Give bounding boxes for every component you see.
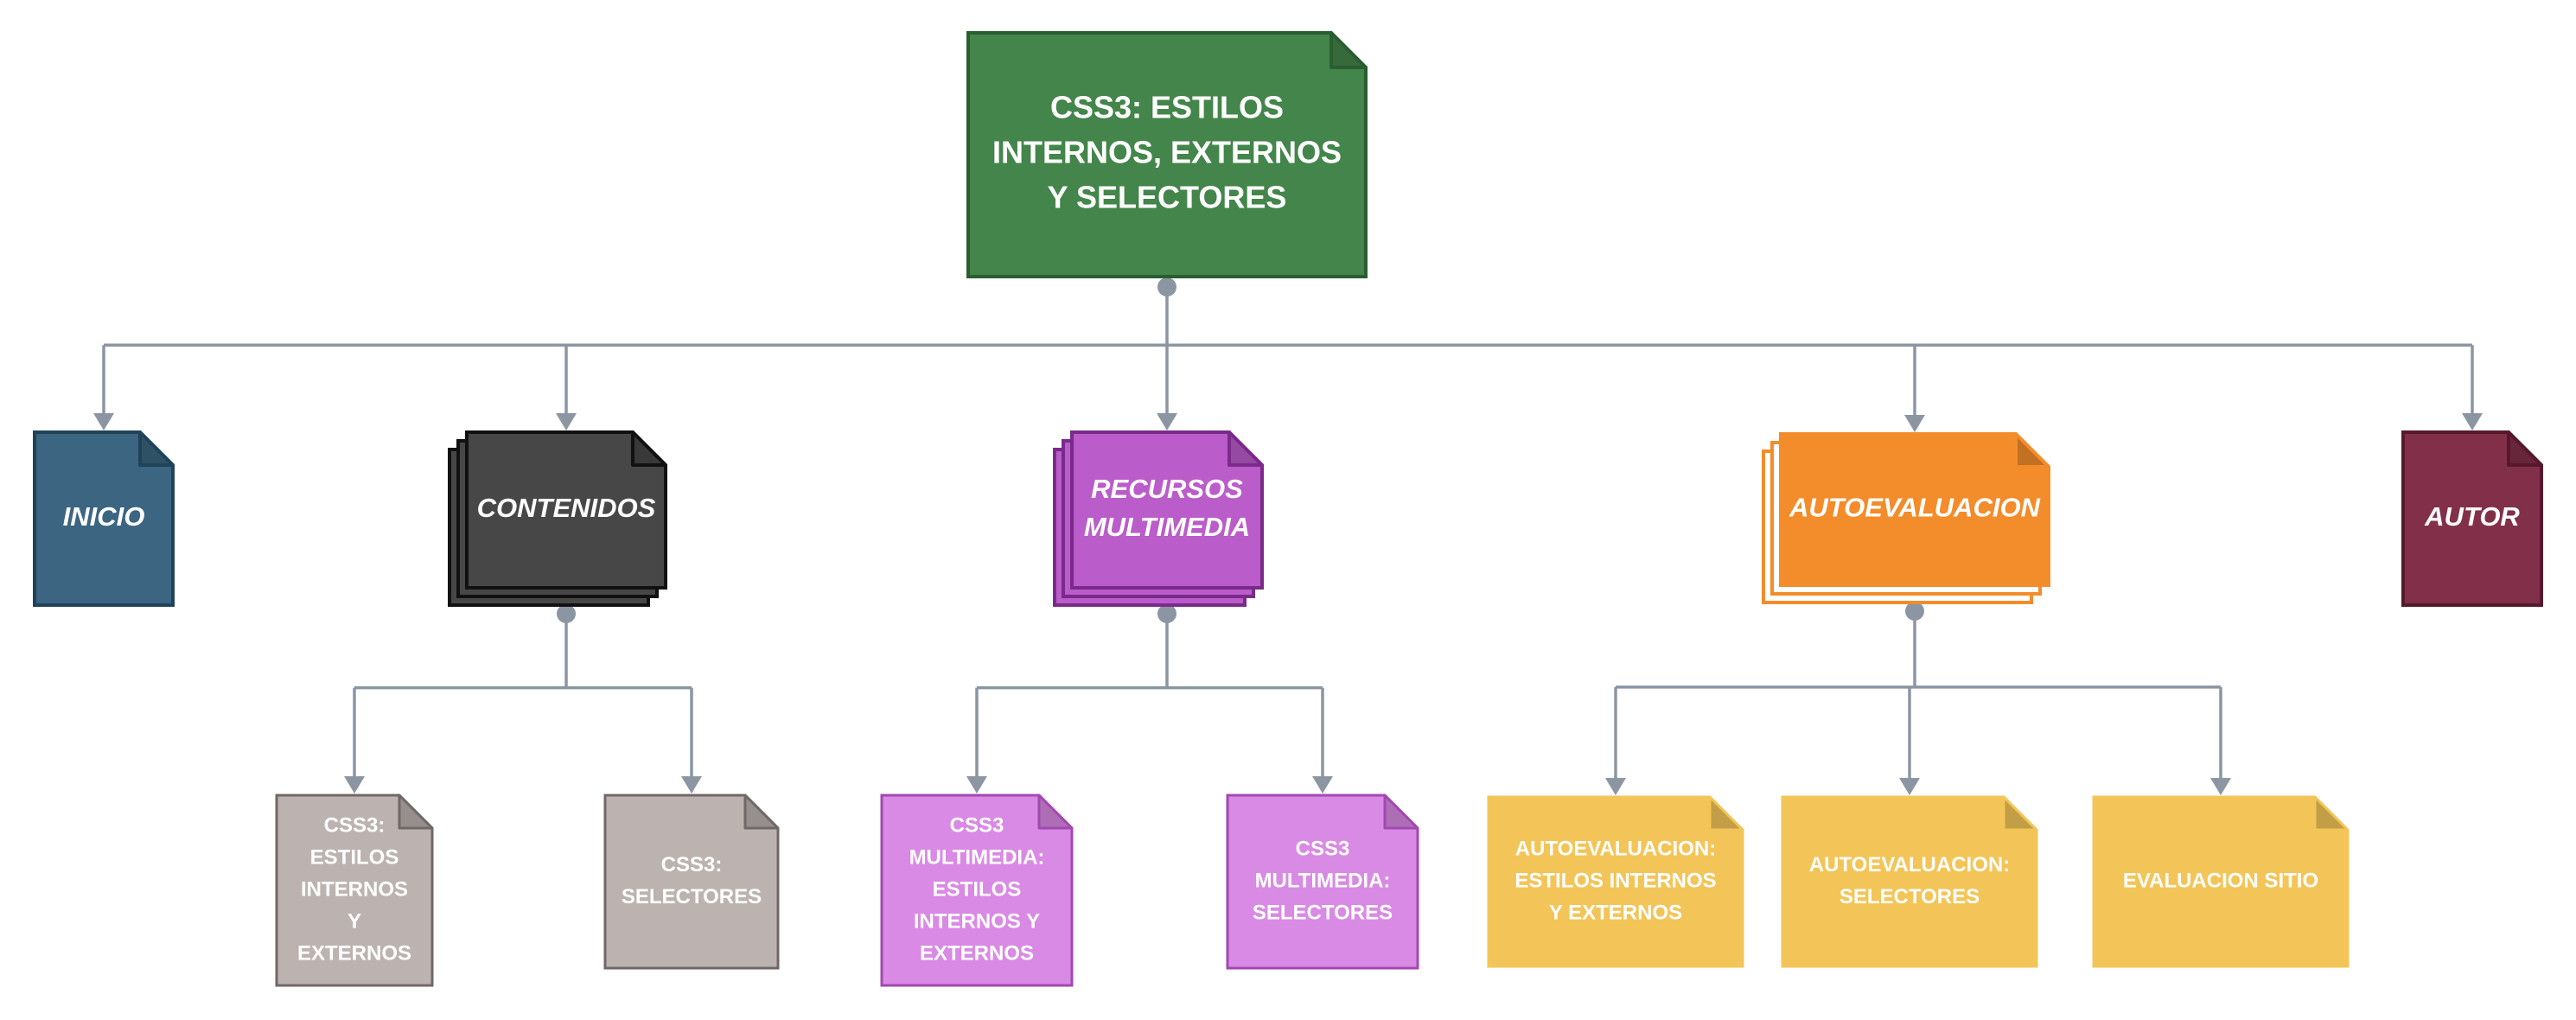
arrowhead-icon [1904,415,1925,432]
root-node-css3-estilos-label-line: CSS3: ESTILOS [1050,90,1284,125]
node-recursos-multimedia-shape-fold [1227,430,1264,467]
connector-dot [1157,277,1176,296]
root-node-css3-estilos[interactable]: CSS3: ESTILOS INTERNOS, EXTERNOS Y SELECTO… [966,31,1368,278]
node-css3-estilos-internos-externos-label-line: EXTERNOS [297,941,411,965]
node-autoevaluacion-selectores-label-line: SELECTORES [1840,885,1980,908]
node-css3-multimedia-selectores-label-line: CSS3 [1296,837,1350,860]
node-css3-estilos-internos-externos-label-line: CSS3: [324,813,386,837]
node-inicio-shape-fold [138,430,175,467]
node-autoevaluacion-selectores-shape [1781,795,2038,968]
arrowhead-icon [2462,413,2483,430]
node-evaluacion-sitio[interactable]: EVALUACION SITIO [2092,795,2350,968]
node-autoevaluacion-selectores-shape-fold [2002,795,2038,832]
arrowhead-icon [1157,413,1177,430]
node-contenidos-shape [465,430,667,590]
node-css3-selectores[interactable]: CSS3: SELECTORES [603,794,780,970]
node-autoevaluacion-estilos-shape [1487,795,1744,968]
node-contenidos[interactable]: CONTENIDOS [448,430,667,607]
node-evaluacion-sitio-shape [2092,795,2350,968]
node-css3-estilos-internos-externos-label-line: ESTILOS [310,845,399,869]
connector-node-recursos-multimedia [966,604,1333,794]
node-css3-selectores-shape [603,794,780,970]
node-css3-estilos-internos-externos-label-line: Y [348,909,361,933]
node-css3-multimedia-selectores-shape-fold [1383,794,1419,830]
connector-dot [1157,604,1176,623]
node-evaluacion-sitio-shape-fold [2313,795,2350,832]
node-recursos-multimedia-label-line: MULTIMEDIA [1084,512,1250,542]
arrowhead-icon [1312,776,1333,794]
node-autoevaluacion-estilos[interactable]: AUTOEVALUACION: ESTILOS INTERNOS Y EXTERNO… [1487,795,1744,968]
node-css3-selectores-label-line: SELECTORES [622,885,762,908]
node-contenidos-label-line: CONTENIDOS [477,493,656,523]
arrowhead-icon [93,413,114,430]
arrowhead-icon [681,776,702,794]
node-css3-multimedia-estilos-label-line: ESTILOS [933,877,1022,901]
node-autoevaluacion-estilos-label-line: ESTILOS INTERNOS [1514,869,1716,892]
node-css3-multimedia-selectores-label-line: SELECTORES [1253,901,1393,924]
node-autoevaluacion[interactable]: AUTOEVALUACION [1762,432,2050,604]
node-autor-shape-fold [2507,430,2543,467]
node-css3-multimedia-selectores-label-line: MULTIMEDIA: [1255,869,1391,892]
node-autoevaluacion-shape [1779,432,2050,587]
node-autor-shape [2401,430,2543,607]
node-autoevaluacion-estilos-label-line: AUTOEVALUACION: [1515,837,1716,860]
root-node-css3-estilos-shape [966,31,1368,278]
node-css3-multimedia-estilos-label-line: MULTIMEDIA: [909,845,1045,869]
node-autor-label-line: AUTOR [2424,501,2520,532]
root-node-css3-estilos-shape-fold [1329,31,1368,69]
node-recursos-multimedia-label-line: RECURSOS [1091,474,1243,504]
node-css3-multimedia-selectores-shape [1226,794,1419,970]
node-autoevaluacion-estilos-shape-fold [1708,795,1744,832]
connectors [93,277,2483,795]
node-autoevaluacion-shape-fold [2014,432,2050,469]
nodes: CSS3: ESTILOS INTERNOS, EXTERNOS Y SELECTO… [33,31,2543,987]
node-css3-multimedia-estilos-label-line: EXTERNOS [920,941,1034,965]
node-css3-estilos-internos-externos[interactable]: CSS3: ESTILOS INTERNOS Y EXTERNOS [275,794,434,987]
node-css3-selectores-label-line: CSS3: [661,853,723,877]
node-css3-multimedia-estilos-shape [880,794,1074,987]
node-css3-estilos-internos-externos-shape-fold [398,794,434,830]
node-inicio[interactable]: INICIO [33,430,175,607]
node-css3-multimedia-estilos-label-line: INTERNOS Y [914,909,1040,933]
connector-node-contenidos [344,604,702,794]
root-node-css3-estilos-label-line: Y SELECTORES [1048,180,1287,215]
connector-root-node-css3-estilos [93,277,2483,432]
node-css3-estilos-internos-externos-shape [275,794,434,987]
node-inicio-shape [33,430,175,607]
node-autoevaluacion-label-line: AUTOEVALUACION [1789,493,2041,523]
arrowhead-icon [966,776,987,794]
arrowhead-icon [2210,778,2231,795]
node-inicio-label-line: INICIO [63,501,145,532]
node-css3-multimedia-estilos-shape-fold [1037,794,1074,830]
node-contenidos-shape-fold [631,430,667,467]
arrowhead-icon [344,776,365,794]
node-css3-selectores-shape-fold [743,794,780,830]
node-autoevaluacion-selectores-label-line: AUTOEVALUACION: [1809,853,2010,877]
connector-dot [1905,602,1924,621]
node-evaluacion-sitio-label-line: EVALUACION SITIO [2123,869,2318,892]
connector-dot [557,604,576,623]
root-node-css3-estilos-label-line: INTERNOS, EXTERNOS [992,135,1342,170]
node-css3-multimedia-estilos-label-line: CSS3 [950,813,1004,837]
node-autoevaluacion-selectores[interactable]: AUTOEVALUACION: SELECTORES [1781,795,2038,968]
connector-node-autoevaluacion [1605,602,2231,795]
node-recursos-multimedia-shape [1070,430,1264,590]
arrowhead-icon [556,413,577,430]
node-recursos-multimedia[interactable]: RECURSOS MULTIMEDIA [1053,430,1264,607]
arrowhead-icon [1899,778,1920,795]
node-autoevaluacion-estilos-label-line: Y EXTERNOS [1549,901,1682,924]
node-autor[interactable]: AUTOR [2401,430,2543,607]
node-css3-estilos-internos-externos-label-line: INTERNOS [301,877,408,901]
arrowhead-icon [1605,778,1626,795]
